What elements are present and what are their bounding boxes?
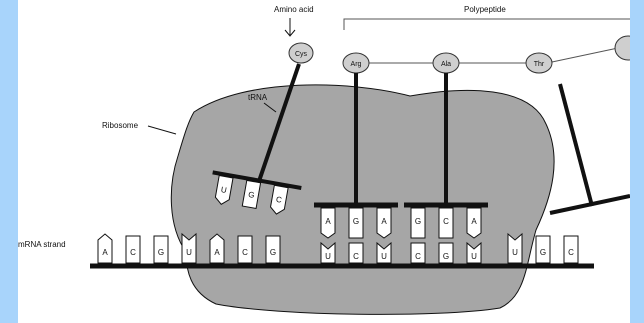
svg-text:C: C bbox=[415, 252, 421, 261]
mrna-base: G bbox=[439, 243, 453, 263]
amino-acid-ala: Ala bbox=[433, 53, 459, 73]
svg-text:A: A bbox=[325, 217, 331, 226]
svg-text:A: A bbox=[381, 217, 387, 226]
svg-text:C: C bbox=[568, 248, 574, 257]
svg-text:A: A bbox=[471, 217, 477, 226]
amino-acid-next bbox=[615, 36, 630, 60]
svg-text:A: A bbox=[102, 248, 108, 257]
amino-acid-label: Amino acid bbox=[274, 5, 314, 14]
mrna-base: A bbox=[98, 234, 112, 263]
mrna-base: A bbox=[210, 234, 224, 263]
svg-text:G: G bbox=[443, 252, 449, 261]
mrna-base: G bbox=[154, 236, 168, 263]
mrna-base: G bbox=[536, 236, 550, 263]
svg-text:G: G bbox=[158, 248, 164, 257]
polypeptide-bracket bbox=[344, 19, 630, 30]
trna-b-anticodon: G C A bbox=[411, 208, 481, 238]
svg-text:U: U bbox=[325, 252, 331, 261]
mrna-strand-label: mRNA strand bbox=[18, 240, 66, 249]
svg-text:Ala: Ala bbox=[441, 61, 451, 68]
ribosome-pointer bbox=[148, 126, 176, 134]
svg-text:C: C bbox=[130, 248, 136, 257]
mrna-base: C bbox=[349, 243, 363, 263]
peptide-bond bbox=[552, 48, 618, 62]
trna-a-anticodon: A G A bbox=[321, 208, 391, 238]
trna-label: tRNA bbox=[248, 93, 268, 102]
mrna-base: C bbox=[564, 236, 578, 263]
svg-text:U: U bbox=[471, 252, 477, 261]
svg-text:G: G bbox=[415, 217, 421, 226]
svg-text:U: U bbox=[381, 252, 387, 261]
translation-diagram: Polypeptide Amino acid Cys Arg Ala Thr t… bbox=[18, 0, 630, 323]
svg-text:Arg: Arg bbox=[351, 61, 362, 68]
mrna-base: C bbox=[126, 236, 140, 263]
diagram-figure: Polypeptide Amino acid Cys Arg Ala Thr t… bbox=[18, 0, 630, 323]
mrna-base: C bbox=[238, 236, 252, 263]
ribosome-label: Ribosome bbox=[102, 121, 139, 130]
svg-text:C: C bbox=[443, 217, 449, 226]
svg-text:U: U bbox=[512, 248, 518, 257]
mrna-base: C bbox=[411, 243, 425, 263]
svg-text:G: G bbox=[353, 217, 359, 226]
svg-text:Cys: Cys bbox=[295, 51, 308, 58]
amino-acid-thr: Thr bbox=[526, 53, 552, 73]
svg-text:G: G bbox=[270, 248, 276, 257]
amino-acid-arg: Arg bbox=[343, 53, 369, 73]
svg-text:G: G bbox=[540, 248, 546, 257]
svg-text:C: C bbox=[353, 252, 359, 261]
svg-text:Thr: Thr bbox=[534, 61, 545, 68]
departing-trna-stem bbox=[560, 84, 592, 206]
mrna-base: G bbox=[266, 236, 280, 263]
svg-text:A: A bbox=[214, 248, 220, 257]
polypeptide-label: Polypeptide bbox=[464, 5, 506, 14]
svg-text:C: C bbox=[242, 248, 248, 257]
amino-acid-cys: Cys bbox=[289, 43, 313, 63]
svg-text:U: U bbox=[186, 248, 192, 257]
